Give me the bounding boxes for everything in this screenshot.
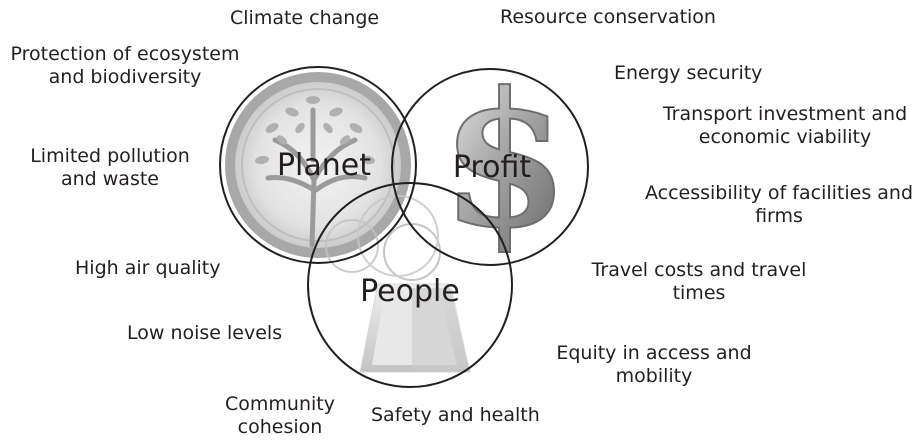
label-pollution-line1: Limited pollution bbox=[30, 145, 190, 167]
profit-title: Profit bbox=[453, 150, 531, 185]
label-resource-conservation: Resource conservation bbox=[500, 6, 716, 28]
label-accessibility-line1: Accessibility of facilities and bbox=[644, 182, 914, 204]
tree-emblem-icon bbox=[225, 72, 411, 258]
planet-title: Planet bbox=[277, 148, 371, 183]
people-title: People bbox=[360, 274, 460, 309]
label-accessibility-line2: firms bbox=[755, 205, 803, 227]
label-community-line2: cohesion bbox=[237, 416, 323, 438]
label-equity-line2: mobility bbox=[615, 365, 693, 387]
label-protection-ecosystem: Protection of ecosystem and biodiversity bbox=[5, 43, 245, 89]
profit-circle bbox=[391, 68, 589, 266]
label-transport-line1: Transport investment and bbox=[662, 103, 908, 125]
label-travel-line2: times bbox=[672, 282, 726, 304]
label-protection-line1: Protection of ecosystem bbox=[10, 43, 240, 65]
label-transport-investment: Transport investment and economic viabil… bbox=[653, 103, 917, 149]
label-community-cohesion: Community cohesion bbox=[214, 393, 346, 439]
people-figures-icon bbox=[325, 195, 471, 373]
label-equity-line1: Equity in access and bbox=[556, 342, 752, 364]
label-limited-pollution: Limited pollution and waste bbox=[22, 145, 198, 191]
label-energy-security: Energy security bbox=[614, 62, 763, 84]
planet-circle bbox=[219, 66, 417, 264]
label-safety-health: Safety and health bbox=[371, 404, 540, 426]
label-climate-change: Climate change bbox=[230, 7, 380, 29]
label-travel-costs: Travel costs and travel times bbox=[585, 259, 813, 305]
label-travel-line1: Travel costs and travel bbox=[591, 259, 807, 281]
label-low-noise: Low noise levels bbox=[127, 322, 283, 344]
label-accessibility: Accessibility of facilities and firms bbox=[640, 182, 918, 228]
label-community-line1: Community bbox=[225, 393, 335, 415]
label-protection-line2: and biodiversity bbox=[48, 66, 202, 88]
label-equity-access: Equity in access and mobility bbox=[548, 342, 760, 388]
label-pollution-line2: and waste bbox=[60, 168, 159, 190]
label-transport-line2: economic viability bbox=[698, 126, 872, 148]
label-high-air-quality: High air quality bbox=[75, 257, 221, 279]
people-circle bbox=[307, 182, 513, 388]
